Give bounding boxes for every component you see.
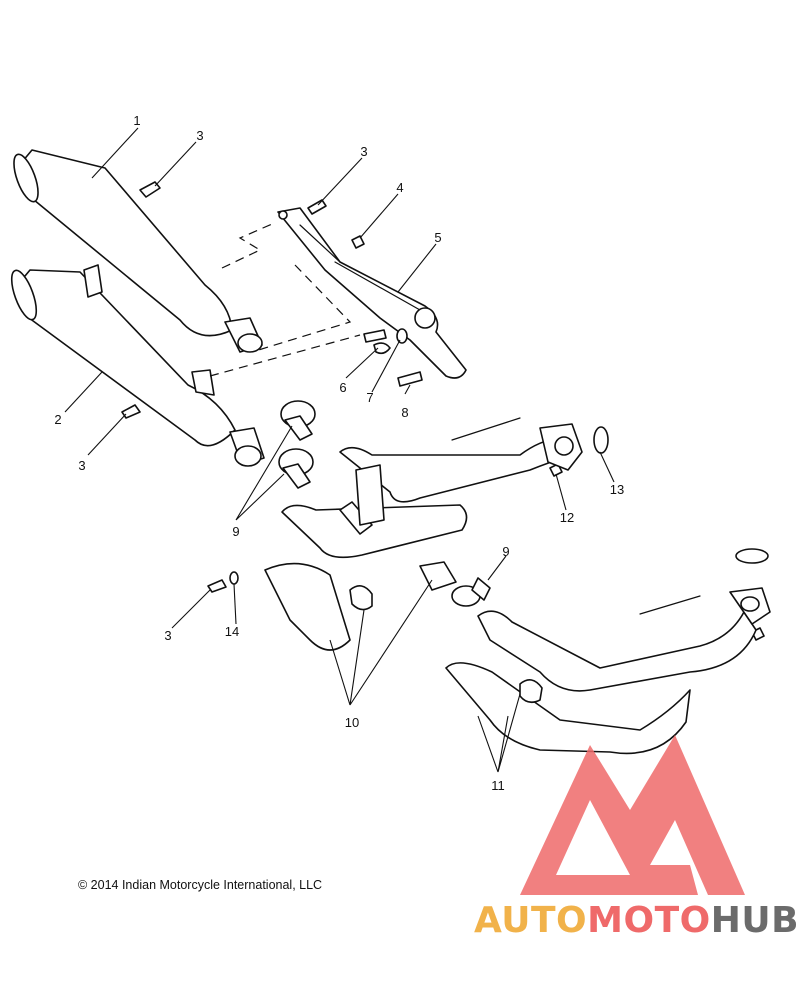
gasket-upper xyxy=(593,426,609,454)
muffler-lower xyxy=(10,264,265,467)
callout-8: 8 xyxy=(401,405,408,420)
watermark-text-moto: MOTO xyxy=(587,900,711,941)
head-pipe-upper xyxy=(281,423,583,559)
callout-9-a: 9 xyxy=(232,524,239,539)
watermark-text: AUTOMOTOHUB xyxy=(474,903,799,939)
callout-6: 6 xyxy=(339,380,346,395)
callout-3-c: 3 xyxy=(78,458,85,473)
watermark-text-hub: HUB xyxy=(710,900,800,941)
callout-4: 4 xyxy=(396,180,403,195)
callout-12: 12 xyxy=(560,510,574,525)
head-pipe-lower xyxy=(445,587,771,755)
callout-2: 2 xyxy=(54,412,61,427)
copyright-notice: © 2014 Indian Motorcycle International, … xyxy=(78,878,323,892)
callout-3-b: 3 xyxy=(360,144,367,159)
leader-lines xyxy=(64,127,615,773)
callout-10: 10 xyxy=(345,715,359,730)
gasket-lower xyxy=(735,548,769,564)
clamps xyxy=(278,400,491,607)
callout-14: 14 xyxy=(225,624,239,639)
callout-3-d: 3 xyxy=(164,628,171,643)
watermark-logo xyxy=(520,735,745,895)
callout-13: 13 xyxy=(610,482,624,497)
callout-9-b: 9 xyxy=(502,544,509,559)
callout-7: 7 xyxy=(366,390,373,405)
heat-shields xyxy=(264,561,457,651)
alignment-lines xyxy=(209,223,361,377)
callout-3-a: 3 xyxy=(196,128,203,143)
callout-11: 11 xyxy=(491,778,505,793)
callout-5: 5 xyxy=(434,230,441,245)
watermark-text-auto: AUTO xyxy=(474,900,588,941)
callout-labels: 1 3 3 4 5 2 6 7 8 3 9 9 12 13 3 14 10 11 xyxy=(54,113,624,793)
oxygen-sensors xyxy=(451,417,701,615)
muffler-upper xyxy=(13,149,263,353)
callout-1: 1 xyxy=(133,113,140,128)
mounting-bracket xyxy=(277,207,467,379)
